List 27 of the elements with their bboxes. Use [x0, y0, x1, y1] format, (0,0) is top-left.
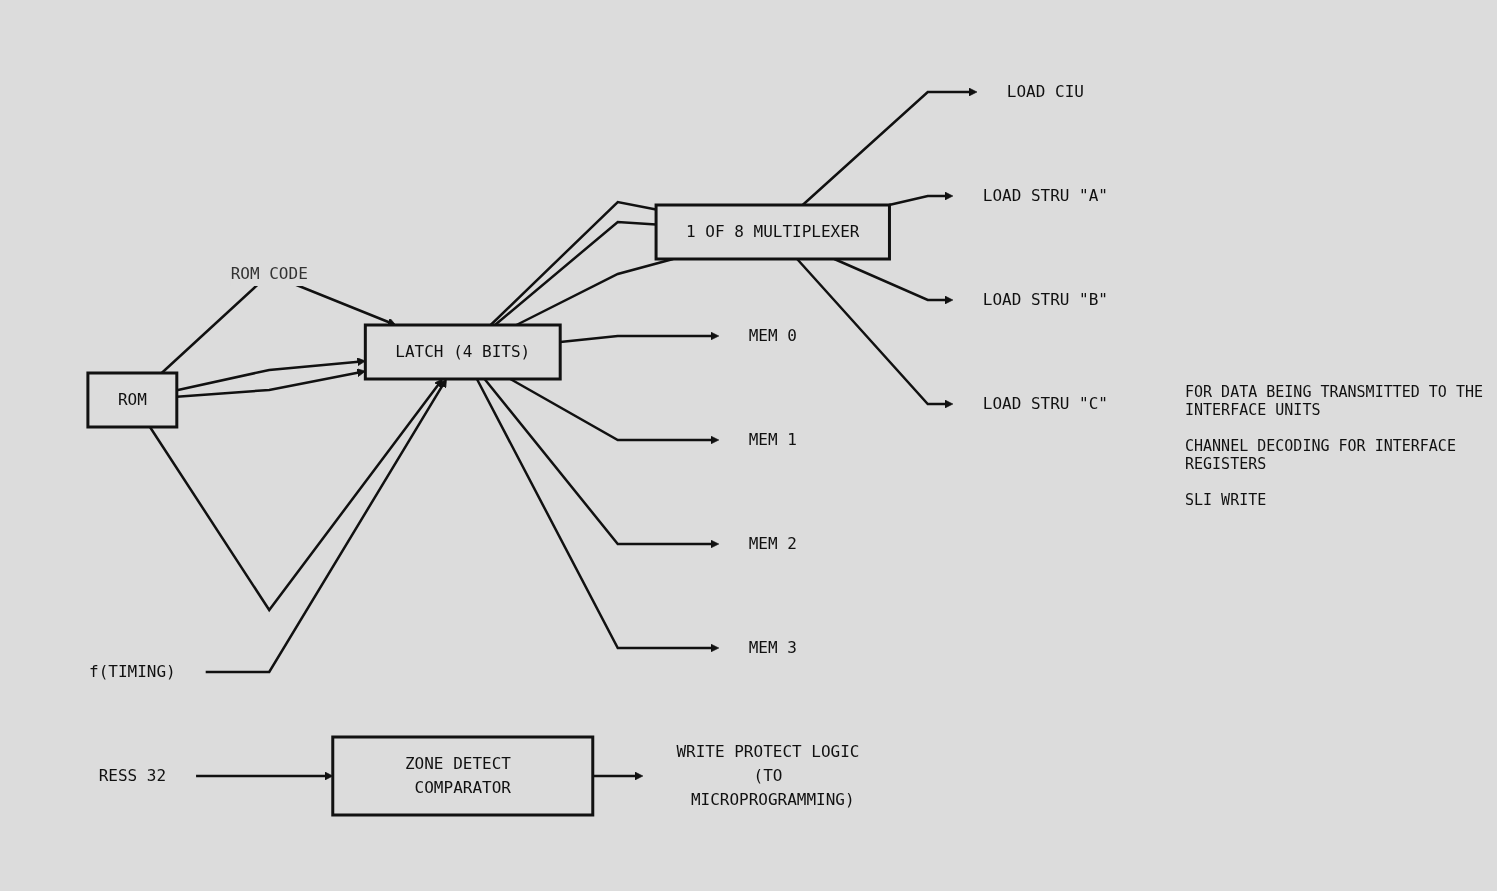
- arrow: [205, 378, 447, 673]
- node-text: RESS 32: [98, 765, 167, 785]
- arrow: [592, 771, 644, 780]
- node-text: MEM 3: [748, 637, 797, 657]
- node-text: LOAD CIU: [1006, 81, 1084, 101]
- note-text: CHANNEL DECODING FOR INTERFACE REGISTERS: [1185, 436, 1457, 473]
- node-box: LATCH (4 BITS): [363, 323, 562, 380]
- node-text: MEM 0: [748, 325, 797, 345]
- node-box: 1 OF 8 MULTIPLEXER: [654, 203, 891, 260]
- node-text: LOAD STRU "B": [982, 289, 1108, 309]
- arrow: [560, 331, 720, 343]
- arrow: [801, 87, 978, 206]
- arrow: [148, 378, 443, 612]
- node-text: LOAD STRU "C": [982, 393, 1108, 413]
- node-box: ROM: [86, 371, 179, 428]
- node-text: MEM 2: [748, 533, 797, 553]
- arrow: [176, 367, 366, 398]
- edge-label: ROM CODE: [230, 263, 308, 283]
- note-text: FOR DATA BEING TRANSMITTED TO THE INTERFACE UNITS: [1185, 382, 1484, 419]
- node-text: LOAD STRU "A": [982, 185, 1108, 205]
- node-box: ZONE DETECT COMPARATOR: [331, 735, 595, 816]
- node-text: f(TIMING): [89, 661, 176, 681]
- node-text: MEM 1: [748, 429, 797, 449]
- node-text: WRITE PROTECT LOGIC (TO MICROPROGRAMMING): [676, 741, 860, 809]
- note-text: SLI WRITE: [1185, 490, 1268, 509]
- arrow: [176, 356, 366, 391]
- arrow: [888, 191, 954, 206]
